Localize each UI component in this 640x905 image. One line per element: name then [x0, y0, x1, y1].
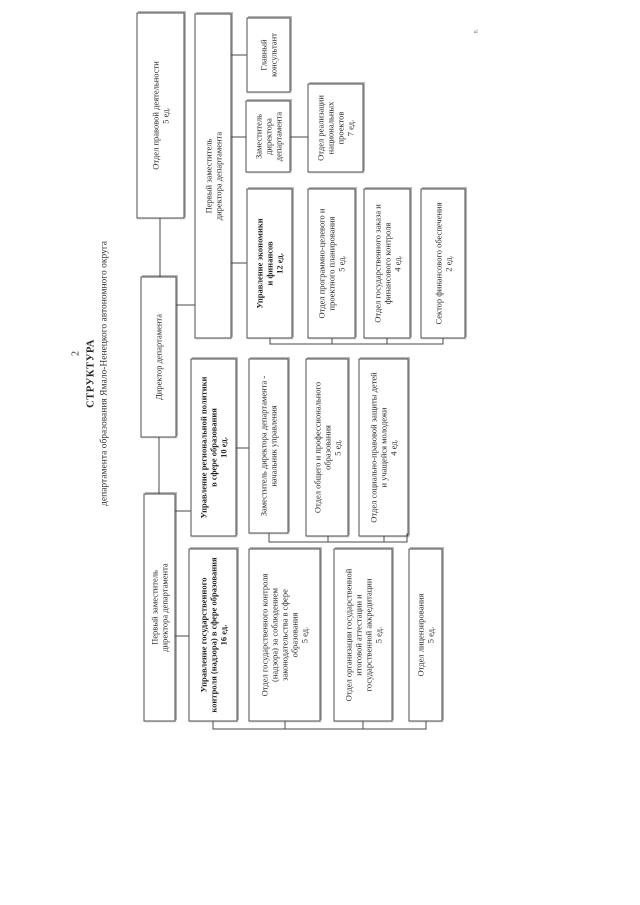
org-box-label: Отдел правовой деятельности 5 ед.: [150, 60, 170, 170]
connector-line: [406, 533, 407, 542]
chart-subtitle: департамента образования Ямало-Ненецкого…: [99, 240, 109, 506]
org-box-attestation-dept: Отдел организации государственной итогов…: [333, 548, 392, 721]
org-box-label: Заместитель директора департамента: [252, 111, 283, 161]
org-box-state-control-dept: Отдел государственного контроля (надзора…: [248, 548, 320, 721]
connector-line: [236, 447, 248, 448]
chart-title: СТРУКТУРА: [85, 338, 96, 408]
org-box-general-professional-edu: Отдел общего и профессионального образов…: [305, 358, 348, 536]
org-box-social-legal-protection: Отдел социально-правовой защиты детей и …: [358, 358, 408, 536]
org-box-program-planning: Отдел программно-целевого и проектного п…: [307, 188, 355, 338]
page-number: 2: [70, 350, 81, 356]
connector-line: [425, 721, 426, 729]
connector-line: [231, 54, 246, 55]
org-box-label: Отдел программно-целевого и проектного п…: [316, 208, 346, 318]
org-box-label: Отдел реализации национальных проектов 7…: [315, 94, 355, 161]
connector-line: [331, 338, 332, 344]
connector-line: [159, 218, 160, 276]
org-box-director: Директор департамента: [140, 276, 176, 437]
org-box-label: Отдел государственного контроля (надзора…: [259, 573, 309, 696]
org-box-deputy-head-mgmt: Заместитель директора департамента - нач…: [248, 358, 288, 533]
scan-artifact-mark: в.: [471, 27, 479, 33]
org-box-label: Управление региональной политики в сфере…: [198, 376, 228, 518]
connector-line: [386, 338, 387, 344]
connector-rail: [212, 728, 425, 729]
org-box-label: Отдел государственного заказа и финансов…: [371, 203, 402, 323]
org-box-label: Первый заместитель директора департамент…: [202, 131, 223, 220]
connector-line: [175, 635, 188, 636]
org-box-label: Управление экономики и финансов 12 ед.: [254, 217, 284, 309]
connector-line: [284, 721, 285, 729]
org-box-economics-mgmt: Управление экономики и финансов 12 ед.: [246, 188, 292, 338]
org-box-national-projects: Отдел реализации национальных проектов 7…: [307, 83, 363, 172]
connector-line: [327, 536, 328, 542]
connector-line: [176, 304, 194, 305]
org-box-deputy-director: Заместитель директора департамента: [245, 100, 290, 172]
org-box-first-deputy-right: Первый заместитель директора департамент…: [194, 13, 231, 338]
org-box-first-deputy-left: Первый заместитель директора департамент…: [143, 493, 175, 721]
connector-line: [231, 136, 245, 137]
connector-line: [175, 510, 190, 511]
org-box-label: Отдел организации государственной итогов…: [342, 568, 383, 701]
org-box-label: Главный консультант: [258, 32, 278, 77]
connector-line: [231, 262, 246, 263]
org-box-legal-dept: Отдел правовой деятельности 5 ед.: [136, 12, 184, 218]
org-box-state-order: Отдел государственного заказа и финансов…: [363, 188, 410, 338]
org-box-label: Заместитель директора департамента - нач…: [258, 375, 278, 516]
connector-line: [268, 533, 269, 542]
org-box-licensing-dept: Отдел лицензирования 5 ед.: [408, 548, 442, 721]
org-box-label: Директор департамента: [153, 313, 163, 400]
chart-title-block: СТРУКТУРА департамента образования Ямало…: [85, 173, 110, 573]
org-box-label: Управление государственного контроля (на…: [197, 556, 228, 713]
connector-line: [212, 721, 213, 729]
connector-line: [442, 338, 443, 344]
connector-line: [383, 536, 384, 542]
org-box-label: Отдел лицензирования 5 ед.: [415, 593, 435, 676]
org-box-label: Первый заместитель директора департамент…: [149, 562, 169, 652]
org-box-state-control-mgmt: Управление государственного контроля (на…: [188, 548, 237, 721]
org-box-regional-policy-mgmt: Управление региональной политики в сфере…: [190, 358, 236, 536]
connector-line: [158, 437, 159, 493]
connector-rail: [269, 343, 443, 344]
org-box-label: Отдел социально-правовой защиты детей и …: [368, 371, 398, 523]
connector-line: [269, 338, 270, 344]
org-box-label: Отдел общего и профессионального образов…: [311, 381, 342, 513]
connector-line: [290, 136, 307, 137]
connector-rail: [268, 541, 407, 542]
org-box-finance-sector: Сектор финансового обеспечения 2 ед.: [420, 188, 465, 338]
org-box-label: Сектор финансового обеспечения 2 ед.: [432, 202, 453, 324]
connector-line: [362, 721, 363, 729]
org-box-chief-consultant: Главный консультант: [246, 17, 290, 92]
